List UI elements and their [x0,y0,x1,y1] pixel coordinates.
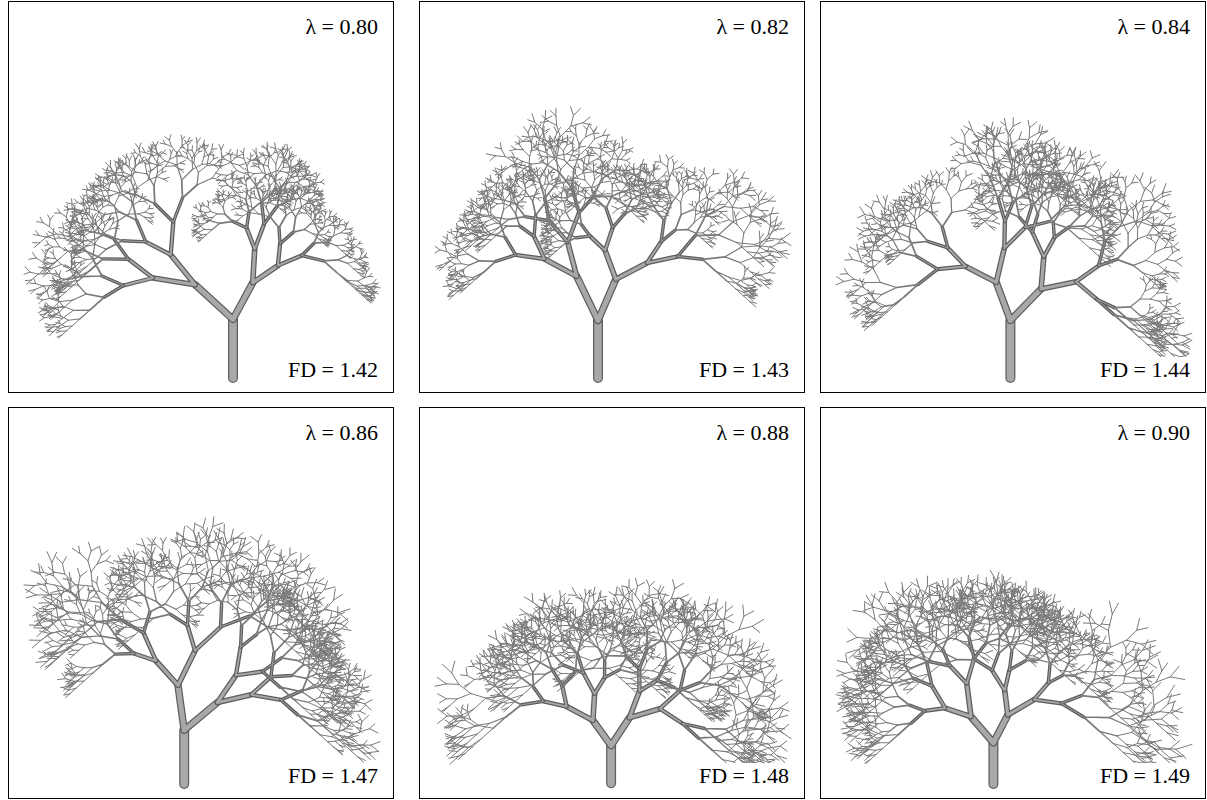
tree-branch [123,222,301,286]
tree-branch [880,161,1149,337]
tree-branch [836,570,1192,776]
tree-branch [496,188,703,261]
fractal-tree [420,2,806,394]
lambda-label: λ = 0.86 [302,420,381,445]
tree-branch [996,282,1041,320]
fractal-tree [821,408,1207,800]
fractal-dimension-label: FD = 1.49 [1097,763,1193,788]
tree-branch [988,743,998,784]
tree-branch [855,591,1162,762]
fractal-tree [9,2,395,394]
tree-panel: λ = 0.90 FD = 1.49 [820,407,1206,799]
tree-branch [854,134,1173,354]
tree-branch-highlight [938,221,1099,299]
tree-panel: λ = 0.80 FD = 1.42 [8,1,394,393]
tree-panel: λ = 0.86 FD = 1.47 [8,407,394,799]
tree-branch [567,691,660,720]
tree-branch [971,715,1008,743]
tree-branch [179,730,189,784]
tree-branch [606,746,616,784]
tree-branch [1005,320,1015,378]
tree-branch [435,107,791,307]
tree-branch [435,578,791,784]
tree-branch-highlight [996,282,1041,320]
tree-branch-highlight [593,718,630,746]
tree-branch-highlight [945,684,1034,717]
lambda-label: λ = 0.88 [713,420,792,445]
tree-panel: λ = 0.88 FD = 1.48 [419,407,805,799]
tree-branch [195,283,253,320]
fractal-dimension-label: FD = 1.42 [285,357,381,382]
tree-branch-highlight [229,319,237,378]
fractal-dimension-label: FD = 1.43 [696,357,792,382]
fractal-dimension-label: FD = 1.48 [696,763,792,788]
tree-branch [134,625,281,700]
tree-branch-highlight [496,188,703,261]
fractal-dimension-label: FD = 1.44 [1097,357,1193,382]
tree-branch [62,552,348,743]
fractal-dimension-label: FD = 1.47 [285,763,381,788]
lambda-label: λ = 0.80 [302,14,381,39]
fractal-tree [821,2,1207,394]
tree-branch-highlight [567,691,660,720]
tree-branch [24,135,380,339]
tree-branch-highlight [594,321,602,379]
tree-branch [447,125,771,295]
tree-branch [945,684,1034,717]
tree-branch-highlight [1007,320,1015,378]
tree-branch [24,517,380,762]
fractal-tree [420,408,806,800]
tree-branch [440,116,782,302]
tree-branch [577,276,616,320]
tree-branch [966,248,1076,289]
tree-branch [836,118,1192,368]
tree-branch [593,718,630,746]
tree-branch [178,685,217,730]
tree-branch-highlight [178,685,217,730]
tree-branch-highlight [990,743,998,784]
fractal-tree [9,408,395,800]
lambda-label: λ = 0.82 [713,14,792,39]
tree-branch [228,319,238,378]
tree-panel: λ = 0.84 FD = 1.44 [820,1,1206,393]
tree-branch-highlight [195,283,253,320]
tree-branch-highlight [971,715,1008,743]
lambda-label: λ = 0.84 [1114,14,1193,39]
tree-panel: λ = 0.82 FD = 1.43 [419,1,805,393]
lambda-label: λ = 0.90 [1114,420,1193,445]
tree-branch-highlight [577,276,616,320]
tree-branch-highlight [180,730,188,784]
tree-branch [938,221,1099,299]
tree-branch [30,140,374,335]
tree-branch-highlight [607,746,615,784]
tree-branch [82,180,338,310]
tree-branch-highlight [134,625,281,700]
tree-branch-highlight [123,222,301,286]
tree-branch [593,321,603,379]
tree-branch [844,125,1184,361]
tree-branch-highlight [966,248,1076,289]
